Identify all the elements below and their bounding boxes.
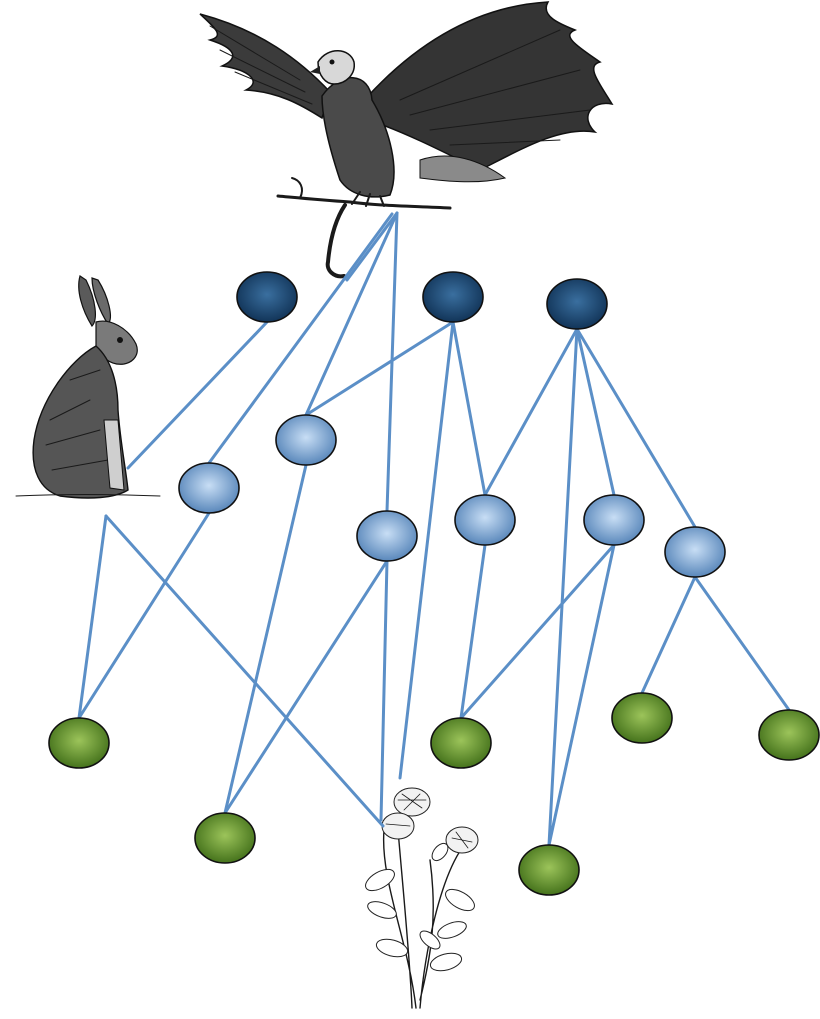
edge-top2-mid2 (304, 320, 455, 417)
edge-top1-hare (126, 320, 269, 470)
edge-top3-mid4 (483, 327, 579, 497)
node-bot6 (758, 709, 820, 761)
node-top3 (546, 278, 608, 330)
edge-hare-bot1 (77, 514, 108, 720)
eagle-illustration (199, 1, 614, 279)
node-bot1 (48, 717, 110, 769)
node-bot2 (194, 812, 256, 864)
edge-top2-clover (398, 320, 455, 780)
node-bot5 (518, 844, 580, 896)
node-mid4 (454, 494, 516, 546)
node-mid3 (356, 510, 418, 562)
hare-illustration (15, 275, 161, 499)
node-top1 (236, 271, 298, 323)
edges-layer (77, 211, 791, 847)
node-bot3 (430, 717, 492, 769)
edge-mid4-bot3 (459, 543, 487, 720)
edge-mid6-bot4 (640, 575, 697, 695)
edge-mid3-clover (379, 559, 389, 822)
edge-top3-mid5 (575, 327, 616, 497)
edge-top3-mid6 (575, 327, 697, 529)
edge-mid5-bot3 (459, 543, 616, 720)
edge-top2-mid4 (451, 320, 487, 497)
edge-hare-clover (104, 514, 385, 828)
edge-eagle-mid2 (304, 211, 399, 417)
edge-mid5-bot5 (547, 543, 616, 847)
edge-eagle-branch (345, 211, 399, 282)
node-mid1 (178, 462, 240, 514)
node-mid6 (664, 526, 726, 578)
edge-mid6-bot6 (693, 575, 791, 712)
edge-top3-bot5 (547, 327, 579, 847)
node-mid5 (583, 494, 645, 546)
edge-mid3-bot2 (223, 559, 389, 815)
node-mid2 (275, 414, 337, 466)
node-bot4 (611, 692, 673, 744)
edge-eagle-mid1 (207, 212, 394, 465)
node-top2 (422, 271, 484, 323)
edge-mid2-bot2 (223, 463, 308, 815)
nodes-layer (48, 271, 820, 896)
clover-illustration (365, 787, 479, 1009)
edge-mid1-bot1 (77, 511, 211, 720)
